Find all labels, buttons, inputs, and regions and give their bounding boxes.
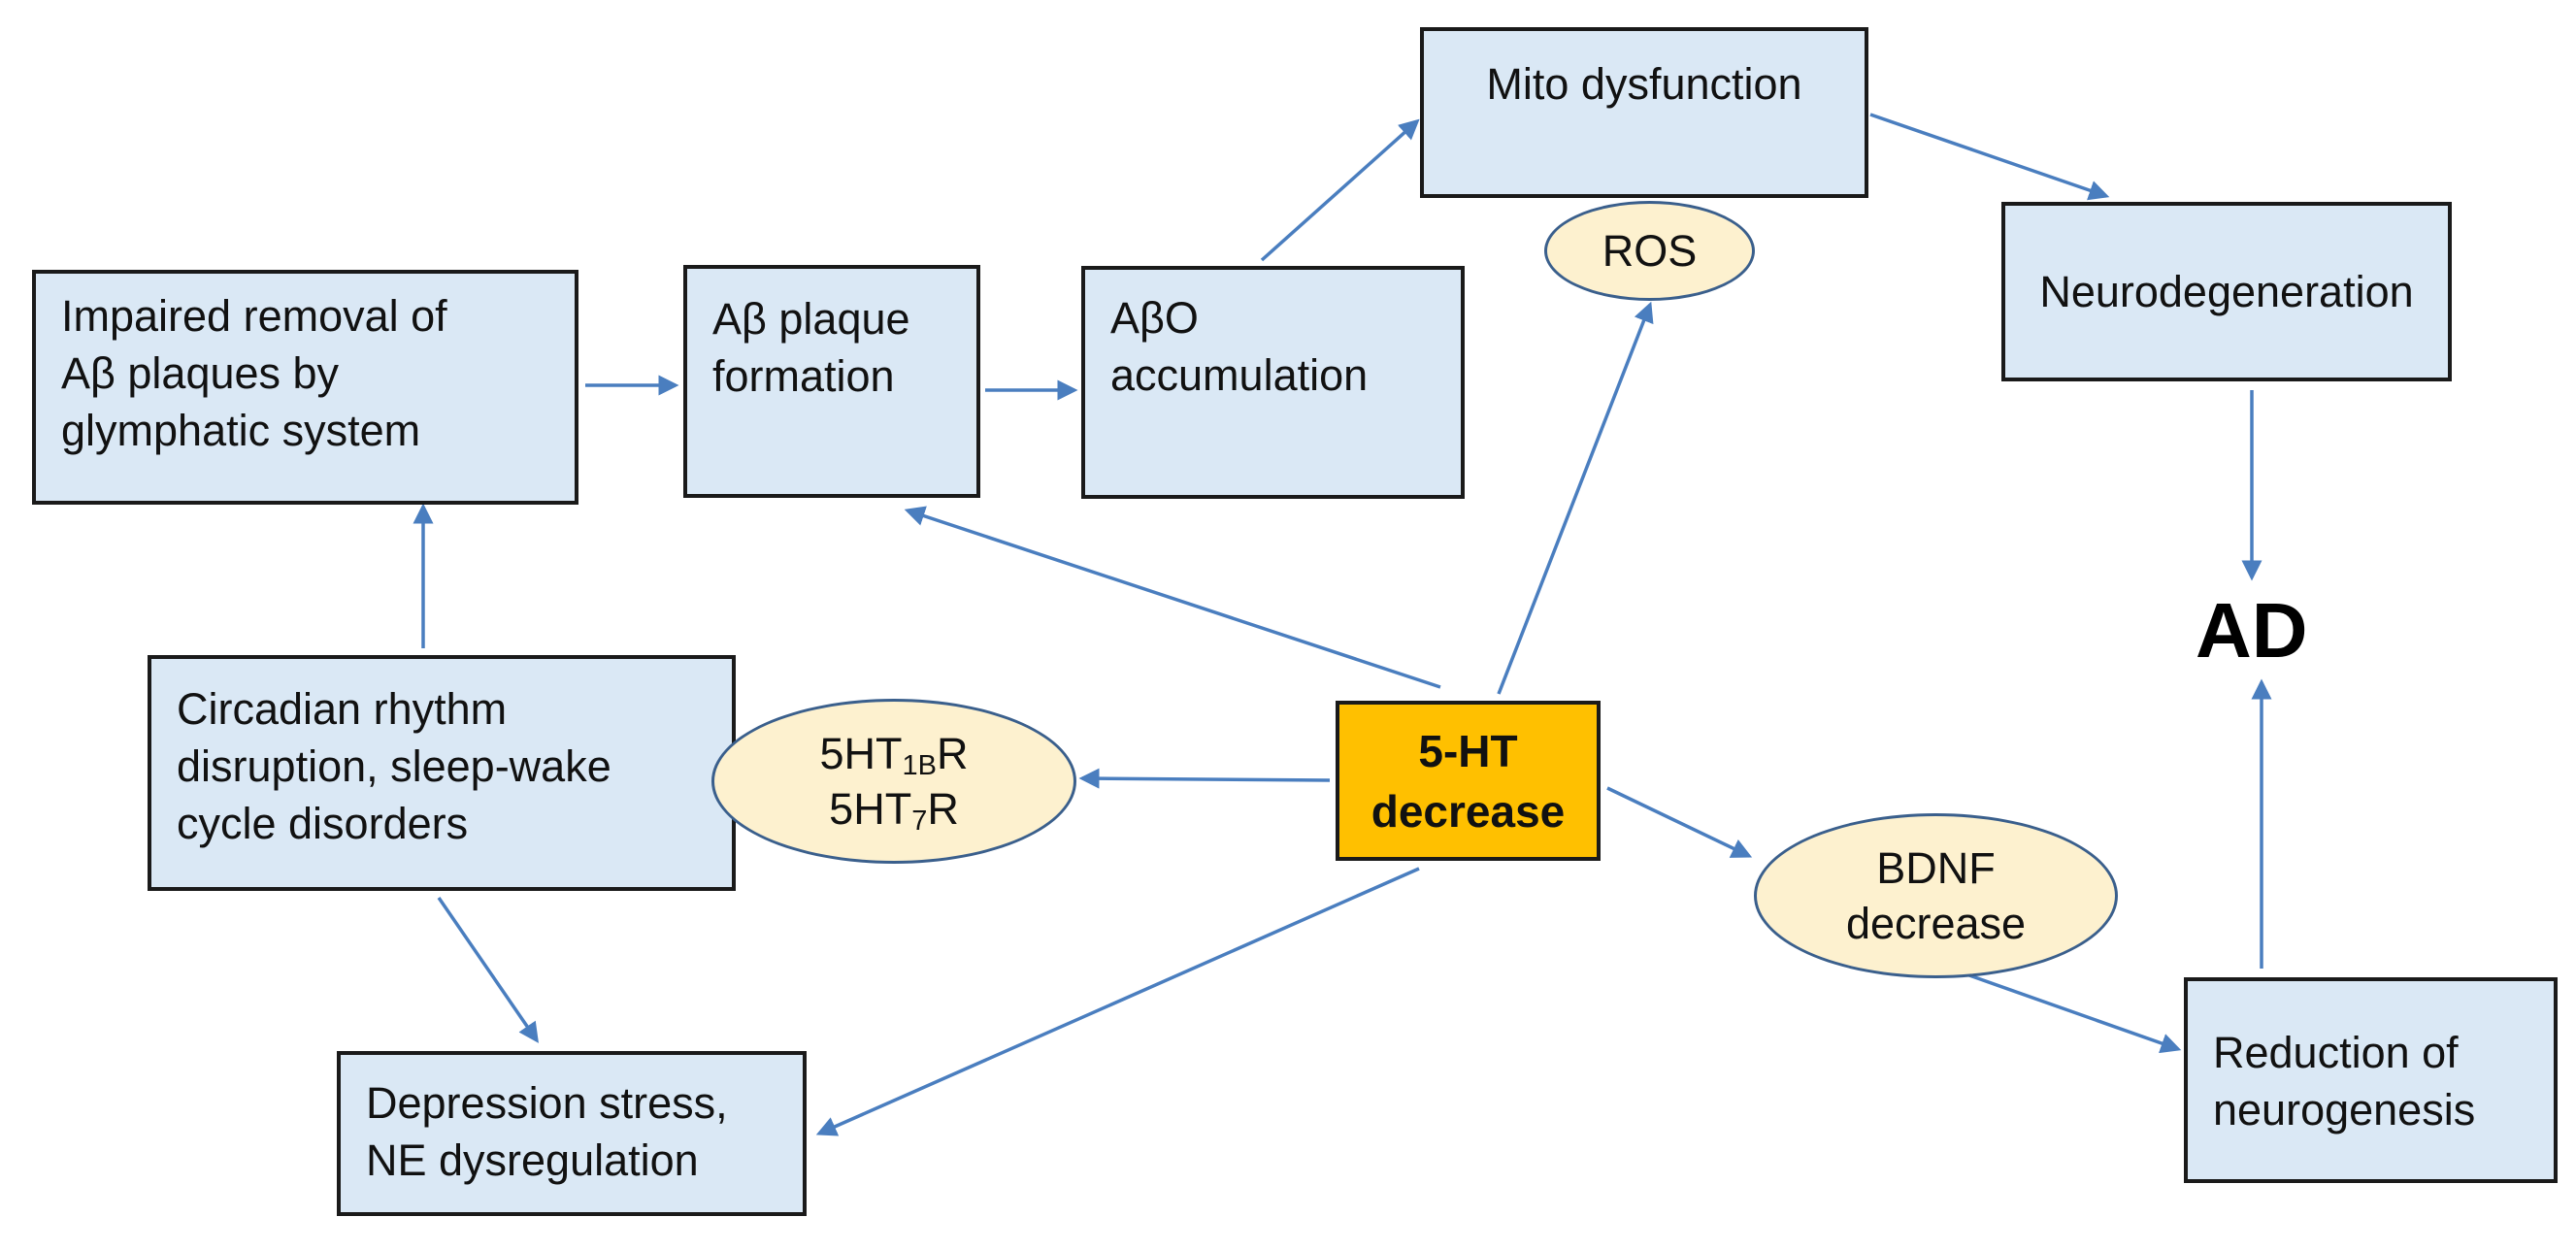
receptor-5ht7-prefix: 5HT [829,784,912,834]
arrow-ht-to-depression [815,867,1420,1136]
bdnf-line-2: decrease [1845,899,2027,948]
impaired-removal-line-3: glymphatic system [61,406,421,455]
circadian-line-3: cycle disorders [177,799,469,848]
mito-dysfunction-label: Mito dysfunction [1486,58,1802,109]
reduction-line-1: Reduction of [2213,1028,2459,1077]
arrow-ht-to-bdnf [1606,786,1753,858]
abo-accumulation-line-2: accumulation [1110,350,1369,400]
bdnf-oval: BDNF decrease [1754,813,2118,978]
arrow-ht-to-receptors [1078,768,1331,789]
neurodegeneration-box: Neurodegeneration [2001,202,2452,381]
5ht-decrease-line-2: decrease [1371,785,1566,837]
arrow-ht-to-ros [1497,301,1654,695]
arrow-circadian-to-depression [437,897,539,1043]
receptor-5ht1b-prefix: 5HT [819,729,903,778]
arrow-bdnf-to-reduction [1935,962,2182,1054]
plaque-formation-box: Aβ plaque formation [683,265,980,498]
ros-oval: ROS [1544,201,1755,301]
impaired-removal-line-2: Aβ plaques by [61,348,340,398]
receptor-5ht7-subscript: 7 [911,806,928,837]
ros-label: ROS [1602,226,1698,276]
abo-accumulation-box: AβO accumulation [1081,266,1465,499]
arrow-mito-to-neurodegeneration [1869,113,2110,201]
plaque-formation-line-2: formation [712,351,895,401]
depression-line-2: NE dysregulation [366,1135,699,1185]
circadian-line-2: disruption, sleep-wake [177,741,611,791]
plaque-formation-line-1: Aβ plaque [712,294,910,344]
abo-accumulation-line-1: AβO [1110,293,1199,343]
circadian-line-1: Circadian rhythm [177,684,508,734]
5ht-decrease-line-1: 5-HT [1418,725,1518,776]
5ht-decrease-box: 5-HT decrease [1336,701,1601,861]
reduction-neurogenesis-box: Reduction of neurogenesis [2184,977,2558,1183]
arrow-ht-to-plaque [904,506,1441,689]
depression-box: Depression stress, NE dysregulation [337,1051,807,1216]
impaired-removal-box: Impaired removal of Aβ plaques by glymph… [32,270,578,505]
bdnf-line-1: BDNF [1876,843,1996,893]
receptor-5ht1b-subscript: 1B [902,750,937,781]
receptors-oval: 5HT1BR 5HT7R [711,699,1076,864]
ad-label: AD [2196,587,2308,674]
reduction-line-2: neurogenesis [2213,1085,2476,1135]
receptor-5ht7: 5HT7R [829,781,959,837]
depression-line-1: Depression stress, [366,1078,728,1128]
receptor-5ht1b-suffix: R [937,729,969,778]
neurodegeneration-label: Neurodegeneration [2039,267,2414,316]
arrow-abo-to-mito [1260,118,1420,262]
receptor-5ht7-suffix: R [927,784,959,834]
impaired-removal-line-1: Impaired removal of [61,291,447,341]
circadian-box: Circadian rhythm disruption, sleep-wake … [148,655,736,891]
receptor-5ht1b: 5HT1BR [820,726,969,781]
mito-dysfunction-box: Mito dysfunction [1420,27,1868,198]
